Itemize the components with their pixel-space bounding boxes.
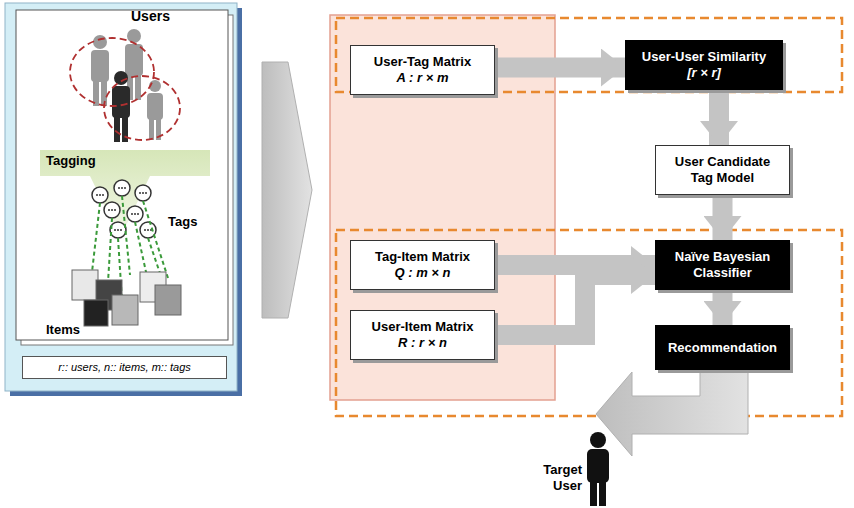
user-group — [70, 38, 180, 140]
output-arrow — [596, 372, 748, 456]
block-arrow — [495, 58, 625, 78]
block-arrow — [713, 290, 733, 325]
matrix-box: User-Item MatrixR : r × n — [350, 310, 495, 360]
input-panel — [5, 3, 237, 391]
figure-label: Items — [46, 322, 80, 338]
block-arrow — [495, 275, 655, 335]
items-figure — [72, 270, 181, 326]
box-subtitle: A : r × m — [397, 70, 449, 86]
matrix-box: Tag-Item MatrixQ : m × n — [350, 240, 495, 290]
box-title: User-Item Matrix — [372, 319, 474, 335]
box-title: User-Tag Matrix — [374, 54, 471, 70]
legend-box: r:: users, n:: items, m:: tags — [22, 356, 227, 379]
flow-chevron — [262, 62, 312, 318]
box-subtitle: [r × r] — [687, 65, 721, 81]
block-arrow — [713, 195, 733, 240]
box-title: r:: users, n:: items, m:: tags — [58, 361, 191, 374]
box-title: User-User Similarity — [642, 49, 766, 65]
process-box: User-User Similarity[r × r] — [625, 40, 783, 90]
process-box: User Candidate Tag Model — [655, 145, 790, 195]
dashed-region — [336, 18, 842, 416]
illustration-box — [16, 10, 228, 340]
box-title: Naïve Bayesian Classifier — [662, 249, 783, 280]
process-box: Naïve Bayesian Classifier — [655, 240, 790, 290]
process-box: Recommendation — [655, 325, 790, 370]
block-arrow — [709, 90, 729, 145]
box-title: Recommendation — [668, 340, 777, 356]
box-subtitle: Q : m × n — [395, 265, 451, 281]
figure-label: Target User — [516, 462, 582, 495]
figure-label: Tags — [168, 214, 197, 230]
box-subtitle: R : r × n — [398, 335, 447, 351]
figure-label: Users — [131, 8, 170, 26]
panel-shadow — [10, 8, 242, 396]
box-title: User Candidate Tag Model — [662, 154, 783, 185]
figure-label: Tagging — [46, 153, 96, 169]
target-user-figure — [587, 432, 609, 506]
matrix-box: User-Tag MatrixA : r × m — [350, 45, 495, 95]
box-title: Tag-Item Matrix — [375, 249, 470, 265]
